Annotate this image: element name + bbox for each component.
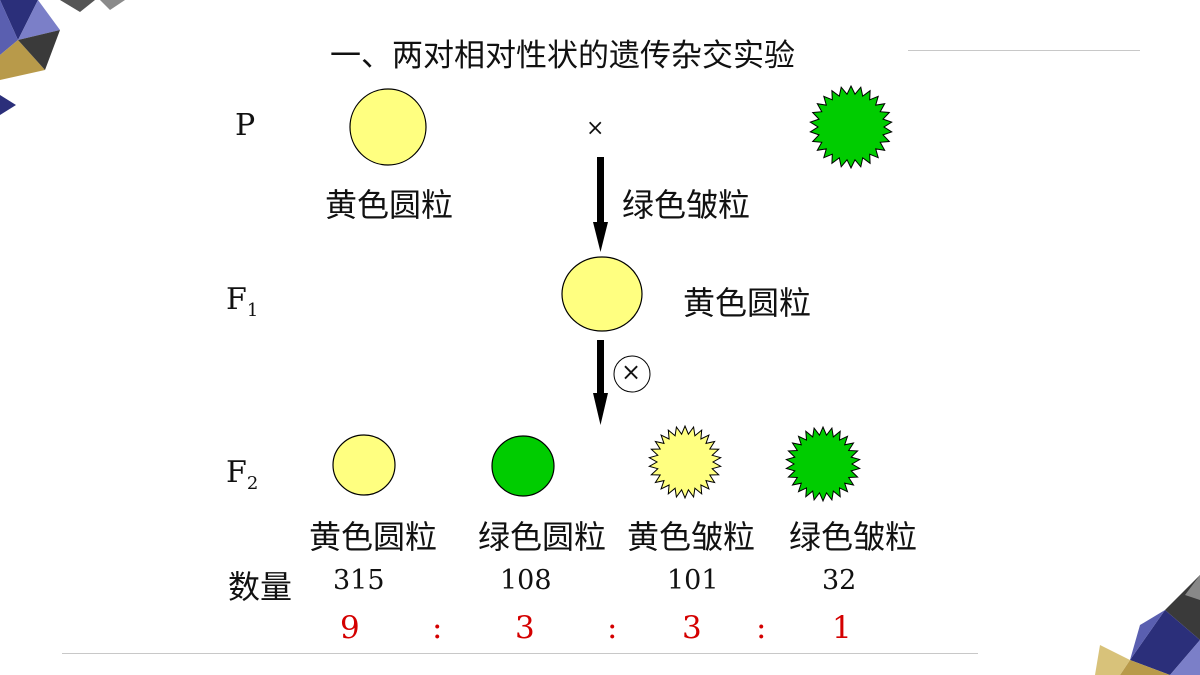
f2-ratio: 3 <box>682 610 702 646</box>
title-divider <box>908 50 1140 51</box>
self-cross-symbol: × <box>621 358 642 386</box>
corner-decoration-top-left <box>0 0 125 115</box>
green-wrinkled-pea-p <box>809 84 893 170</box>
parent-left-label: 黄色圆粒 <box>325 186 454 224</box>
f2-phenotype-label: 绿色圆粒 <box>478 518 607 556</box>
count-row-label: 数量 <box>228 568 293 606</box>
f2-ratio: 1 <box>832 610 852 646</box>
ratio-separator: : <box>432 610 443 646</box>
f2-count: 101 <box>667 565 719 596</box>
cross-symbol: × <box>586 116 605 141</box>
green-wrinkled-pea-f2 <box>785 425 861 503</box>
arrow-p-to-f1 <box>593 157 608 252</box>
bottom-divider <box>62 653 978 654</box>
f2-ratio: 9 <box>340 610 360 646</box>
generation-f2-label: F2 <box>226 455 259 494</box>
generation-f1-label: F1 <box>226 282 259 321</box>
generation-p-label: P <box>235 108 256 143</box>
f2-phenotype-label: 黄色皱粒 <box>627 518 756 556</box>
page-title: 一、两对相对性状的遗传杂交实验 <box>330 38 795 74</box>
f1-label: 黄色圆粒 <box>683 284 812 322</box>
f2-count: 315 <box>333 565 385 596</box>
yellow-round-pea-f2 <box>332 434 396 496</box>
ratio-separator: : <box>607 610 618 646</box>
ratio-separator: : <box>756 610 767 646</box>
green-round-pea-f2 <box>491 435 555 497</box>
f2-phenotype-label: 绿色皱粒 <box>789 518 918 556</box>
f2-ratio: 3 <box>515 610 535 646</box>
arrow-f1-to-f2 <box>593 340 608 425</box>
parent-right-label: 绿色皱粒 <box>622 186 751 224</box>
f2-count: 108 <box>500 565 552 596</box>
yellow-round-pea-p <box>349 88 427 166</box>
self-cross-circle <box>613 355 651 393</box>
f2-count: 32 <box>822 565 857 596</box>
yellow-wrinkled-pea-f2 <box>648 424 722 500</box>
f2-phenotype-label: 黄色圆粒 <box>309 518 438 556</box>
yellow-round-pea-f1 <box>561 256 643 332</box>
corner-decoration-bottom-right <box>1095 575 1200 675</box>
